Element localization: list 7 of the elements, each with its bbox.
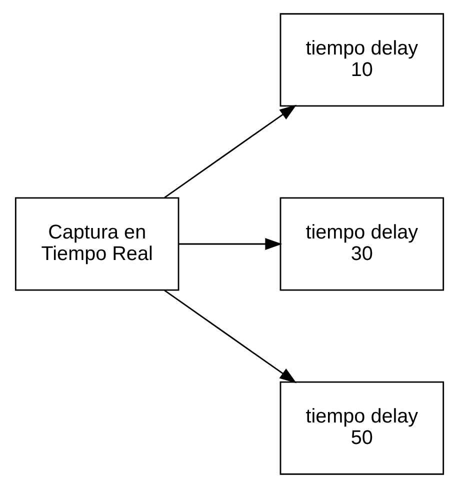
arrow [164, 290, 297, 384]
node-box: tiempo delay 10 [280, 13, 444, 107]
node-box: tiempo delay 50 [280, 381, 444, 475]
arrow [178, 238, 282, 250]
arrow [164, 104, 297, 198]
node-box: Captura en Tiempo Real [14, 197, 180, 291]
node-box: tiempo delay 30 [280, 197, 444, 291]
